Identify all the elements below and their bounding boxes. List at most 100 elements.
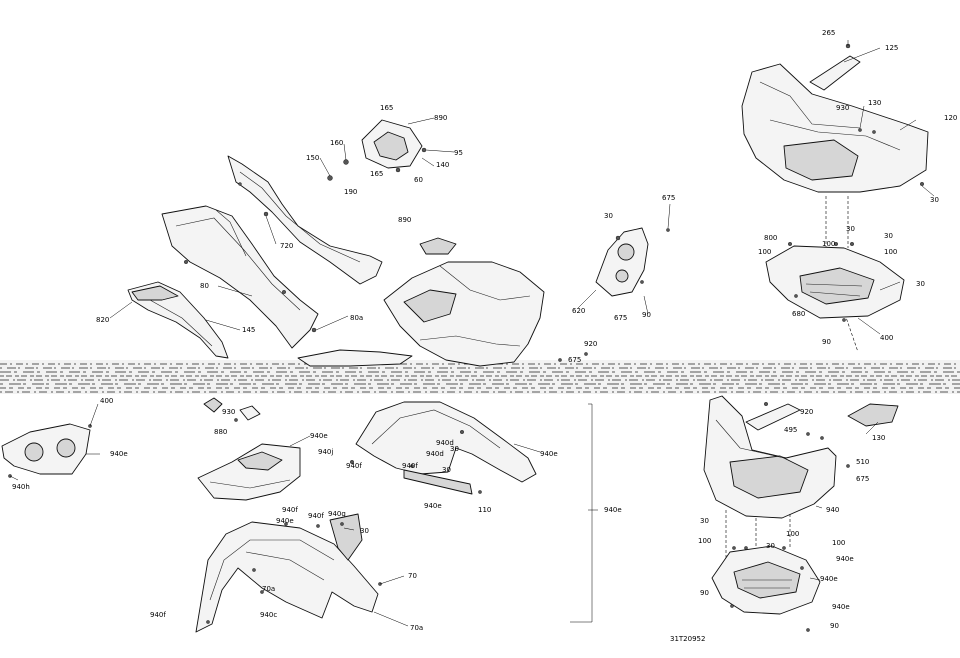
callout-125: 125 <box>885 44 898 52</box>
callout-130: 495 <box>784 426 797 434</box>
callout-110: 940 <box>826 506 839 514</box>
callout-495: 940e <box>310 432 328 440</box>
callout-940f: 940f <box>402 462 418 470</box>
callout-510: 940e <box>110 450 128 458</box>
front-fascia-890 <box>297 237 545 367</box>
callout-120: 120 <box>944 114 957 122</box>
callout-940d: 30 <box>450 445 459 453</box>
callout-675: 90 <box>642 311 651 319</box>
callout-940e: 940f <box>282 506 298 514</box>
side-panel-800 <box>161 205 319 349</box>
bracket-assembly-165 <box>327 119 427 181</box>
callout-400: 920 <box>584 340 597 348</box>
callout-675: 675 <box>662 194 675 202</box>
callout-890: 890 <box>434 114 447 122</box>
callout-940e: 70 <box>408 572 417 580</box>
callout-940e: 110 <box>478 506 491 514</box>
callout-100: 940e <box>836 555 854 563</box>
callout-95: 95 <box>454 149 463 157</box>
light-housing-510 <box>1 423 92 478</box>
callout-30: 30 <box>930 196 939 204</box>
callout-80: 30 <box>916 280 925 288</box>
callout-940: 940e <box>604 506 622 514</box>
callout-70a: 90 <box>830 622 839 630</box>
callout-30: 30 <box>884 232 893 240</box>
callout-145: 80a <box>350 314 363 322</box>
callout-940e: 940d <box>436 439 454 447</box>
callout-940f: 30 <box>442 466 451 474</box>
rack-tray-80 <box>765 241 905 322</box>
callout-100: 100 <box>698 537 711 545</box>
callout-165: 165 <box>370 170 383 178</box>
callout-675: 400 <box>100 397 113 405</box>
callout-720: 720 <box>280 242 293 250</box>
callout-940c: 70a <box>410 624 423 632</box>
rear-rack-120 <box>741 43 929 193</box>
callout-100: 30 <box>766 542 775 550</box>
callout-940j: 940d <box>426 450 444 458</box>
callout-140: 140 <box>436 161 449 169</box>
callout-400: 930 <box>222 408 235 416</box>
callout-90: 940e <box>832 603 850 611</box>
callout-30: 100 <box>786 530 799 538</box>
callout-150: 150 <box>306 154 319 162</box>
callout-940h: 940e <box>424 502 442 510</box>
callout-30: 30 <box>700 517 709 525</box>
callout-60: 60 <box>414 176 423 184</box>
callout-30: 30 <box>846 225 855 233</box>
lower-tray-70 <box>711 545 821 632</box>
callout-80a: 90 <box>822 338 831 346</box>
callout-890: 890 <box>398 216 411 224</box>
leader-lines <box>9 40 935 627</box>
callout-940f: 940c <box>260 611 277 619</box>
callout-165: 165 <box>380 104 393 112</box>
callout-940g: 30 <box>360 527 369 535</box>
callout-620: 675 <box>614 314 627 322</box>
callout-940e: 940f <box>150 611 166 619</box>
callout-70a: 90 <box>700 589 709 597</box>
callout-940d: 940e <box>540 450 558 458</box>
callout-265: 265 <box>822 29 835 37</box>
callout-880: 130 <box>872 434 885 442</box>
callout-90: 400 <box>880 334 893 342</box>
callout-130: 130 <box>868 99 881 107</box>
lower-rack-alignment-lines <box>725 510 791 558</box>
callout-820: 145 <box>242 326 255 334</box>
rear-fender-940c <box>195 513 382 633</box>
callout-940e: 940g <box>328 510 346 518</box>
callout-100: 100 <box>822 240 835 248</box>
callout-940f: 940f <box>308 512 324 520</box>
callout-100: 100 <box>758 248 771 256</box>
callout-940e: 940j <box>318 448 333 456</box>
callout-100: 100 <box>884 248 897 256</box>
callout-940e: 940f <box>346 462 362 470</box>
callout-920: 675 <box>568 356 581 364</box>
callout-30: 30 <box>604 212 613 220</box>
callout-160: 160 <box>330 139 343 147</box>
callout-30: 510 <box>856 458 869 466</box>
callout-930: 920 <box>800 408 813 416</box>
cover-880 <box>847 403 899 427</box>
callout-675: 940h <box>12 483 30 491</box>
callout-800: 80 <box>200 282 209 290</box>
callout-70: 940e <box>820 575 838 583</box>
callout-30: 675 <box>856 475 869 483</box>
callout-190: 190 <box>344 188 357 196</box>
drawing-number: 31T20952 <box>670 635 705 643</box>
rack-alignment-lines <box>825 196 859 353</box>
callout-30: 620 <box>572 307 585 315</box>
callout-90: 680 <box>792 310 805 318</box>
tray-495 <box>197 443 301 501</box>
callout-30: 100 <box>832 539 845 547</box>
panel-620 <box>595 227 670 297</box>
callout-920: 880 <box>214 428 227 436</box>
callout-930: 930 <box>836 104 849 112</box>
group-bracket-940 <box>570 403 593 623</box>
callout-30: 800 <box>764 234 777 242</box>
rear-rack-110 <box>703 395 850 519</box>
callout-940e: 70a <box>262 585 275 593</box>
callout-labels: 265 125 930 130 120 30 165 890 160 95 15… <box>12 29 957 643</box>
side-panel-720 <box>227 155 383 285</box>
callout-680: 820 <box>96 316 109 324</box>
